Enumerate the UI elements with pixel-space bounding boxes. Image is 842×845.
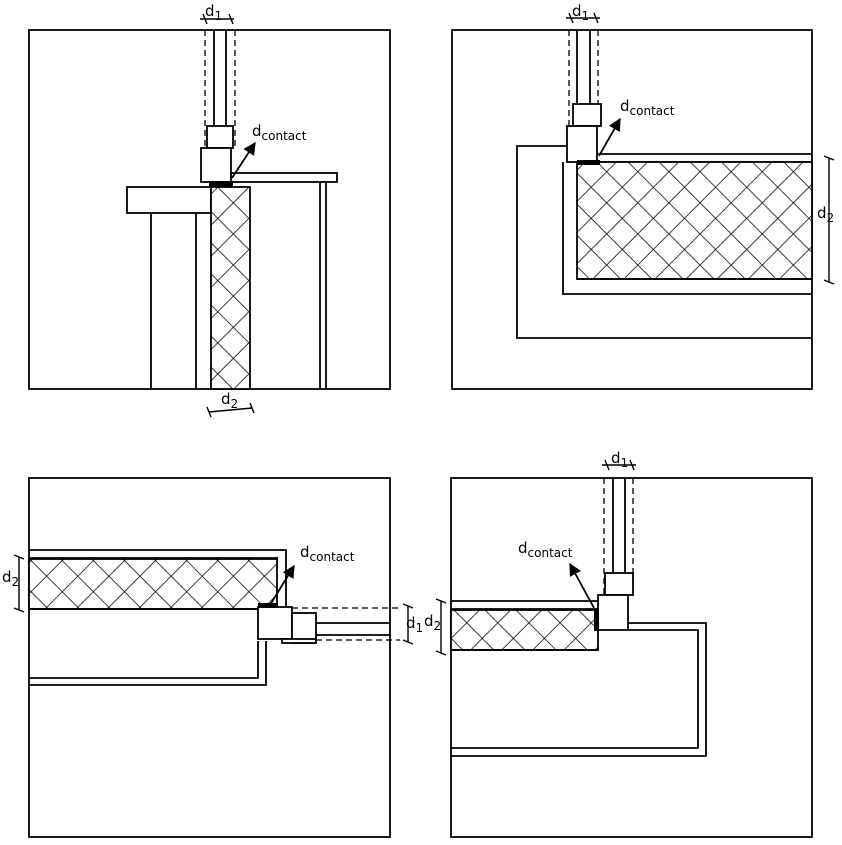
contact-zone — [594, 609, 599, 631]
svg-text:d1: d1 — [406, 614, 423, 635]
svg-text:dcontact: dcontact — [300, 543, 355, 564]
panel-frame — [28, 477, 391, 838]
dimension-d2: d2 — [424, 598, 447, 656]
insulation — [210, 186, 251, 390]
panel-frame — [28, 29, 391, 390]
wall-outline — [29, 549, 287, 686]
frame-profile — [597, 594, 629, 631]
svg-text:d1: d1 — [611, 449, 628, 470]
panel-top-right — [451, 29, 813, 390]
svg-text:d2: d2 — [424, 612, 441, 633]
svg-text:d1: d1 — [205, 2, 222, 23]
dimension-d1: d1 — [402, 603, 423, 645]
dimension-dcontact: dcontact — [269, 543, 355, 606]
glass-pane — [316, 622, 390, 636]
svg-text:dcontact: dcontact — [620, 97, 675, 118]
frame-profile — [257, 606, 293, 640]
glass-pane — [612, 478, 626, 573]
glazing-bead — [604, 572, 634, 596]
svg-text:d2: d2 — [221, 390, 238, 411]
ledge — [126, 186, 212, 214]
dimension-d2: d2 — [817, 155, 835, 285]
svg-text:d2: d2 — [2, 568, 19, 589]
contact-zone — [577, 160, 600, 165]
svg-text:d1: d1 — [572, 2, 589, 23]
frame-dashed-outline — [292, 607, 400, 641]
panel-top-left — [28, 29, 391, 390]
svg-text:dcontact: dcontact — [252, 122, 307, 143]
dimension-dcontact: dcontact — [598, 97, 675, 157]
glass-pane — [213, 30, 227, 126]
panel-bottom-left — [28, 477, 400, 838]
panel-frame — [450, 477, 813, 838]
panel-bottom-right — [450, 477, 813, 838]
glazing-bead — [291, 612, 317, 644]
dimension-d1: d1 — [200, 2, 234, 25]
frame-profile — [566, 125, 598, 163]
glazing-bead — [281, 638, 317, 644]
contact-zone — [209, 181, 233, 187]
glazing-bead — [206, 125, 234, 149]
contact-zone — [258, 603, 278, 608]
insulation — [576, 161, 813, 280]
insulation — [450, 609, 599, 651]
dimension-d2: d2 — [206, 390, 255, 418]
insulation — [28, 558, 278, 610]
dimension-dcontact: dcontact — [518, 539, 595, 609]
wall-outline — [451, 600, 707, 757]
dimension-d1: d1 — [602, 449, 636, 471]
glass-pane — [576, 30, 591, 104]
svg-text:dcontact: dcontact — [518, 539, 573, 560]
dimension-dcontact: dcontact — [231, 122, 307, 179]
dimension-d2: d2 — [2, 554, 25, 613]
dimension-d1: d1 — [566, 2, 600, 24]
glazing-bead — [572, 103, 602, 127]
sill-board — [230, 172, 338, 183]
frame-profile — [200, 147, 232, 183]
svg-text:d2: d2 — [817, 204, 834, 225]
